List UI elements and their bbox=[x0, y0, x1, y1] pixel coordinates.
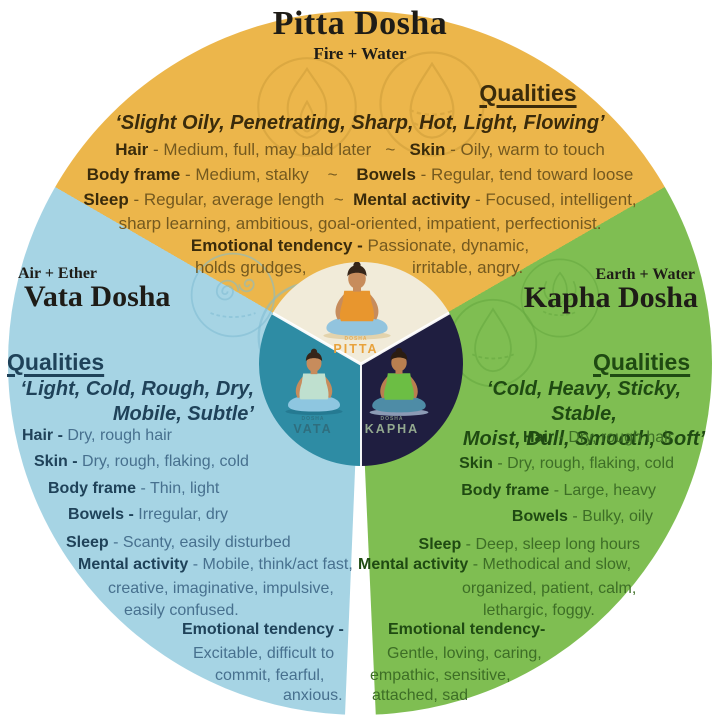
vata-qualities-line2: Mobile, Subtle’ bbox=[112, 403, 254, 425]
pitta-elements: Fire + Water bbox=[313, 44, 407, 63]
kapha-qualities-line1: ‘Cold, Heavy, Sticky, Stable, bbox=[486, 378, 682, 425]
kapha-center-caption: DOSHA bbox=[380, 416, 404, 422]
fire-icon bbox=[257, 57, 357, 157]
pitta-center-label: PITTA bbox=[333, 342, 379, 356]
pitta-trait-tail-left: holds grudges, bbox=[195, 258, 307, 277]
vata-elements: Air + Ether bbox=[18, 265, 98, 282]
kapha-center-label: KAPHA bbox=[364, 422, 420, 436]
pitta-qualities: ‘Slight Oily, Penetrating, Sharp, Hot, L… bbox=[115, 112, 605, 134]
vata-qualities: ‘Light, Cold, Rough, Dry, Mobile, Subtle… bbox=[10, 377, 254, 427]
vata-title: Vata Dosha bbox=[24, 280, 171, 313]
kapha-elements: Earth + Water bbox=[595, 266, 695, 283]
vata-qualities-line1: ‘Light, Cold, Rough, Dry, bbox=[20, 378, 254, 400]
pitta-meditating-figure bbox=[323, 262, 391, 340]
kapha-qualities-heading: Qualities bbox=[593, 349, 691, 375]
pitta-title: Pitta Dosha bbox=[272, 5, 448, 42]
kapha-qualities-line2: Moist, Dull, Smooth, Soft’ bbox=[462, 428, 706, 450]
leaf-icon bbox=[520, 258, 600, 338]
air-spiral-icon bbox=[190, 252, 276, 338]
kapha-qualities: ‘Cold, Heavy, Sticky, Stable, Moist, Dul… bbox=[452, 377, 716, 452]
pitta-center-caption: DOSHA bbox=[344, 336, 368, 342]
vata-center-label: VATA bbox=[293, 422, 333, 436]
pitta-trait-tail-right: irritable, angry. bbox=[412, 258, 524, 277]
center-divider-down bbox=[359, 364, 363, 466]
vata-meditating-figure bbox=[285, 348, 343, 415]
kapha-title: Kapha Dosha bbox=[523, 281, 698, 314]
vata-qualities-heading: Qualities bbox=[7, 349, 105, 375]
water-drop-icon bbox=[379, 51, 485, 157]
vata-center-caption: DOSHA bbox=[301, 416, 325, 422]
kapha-meditating-figure bbox=[369, 348, 429, 416]
pitta-qualities-heading: Qualities bbox=[479, 80, 577, 106]
